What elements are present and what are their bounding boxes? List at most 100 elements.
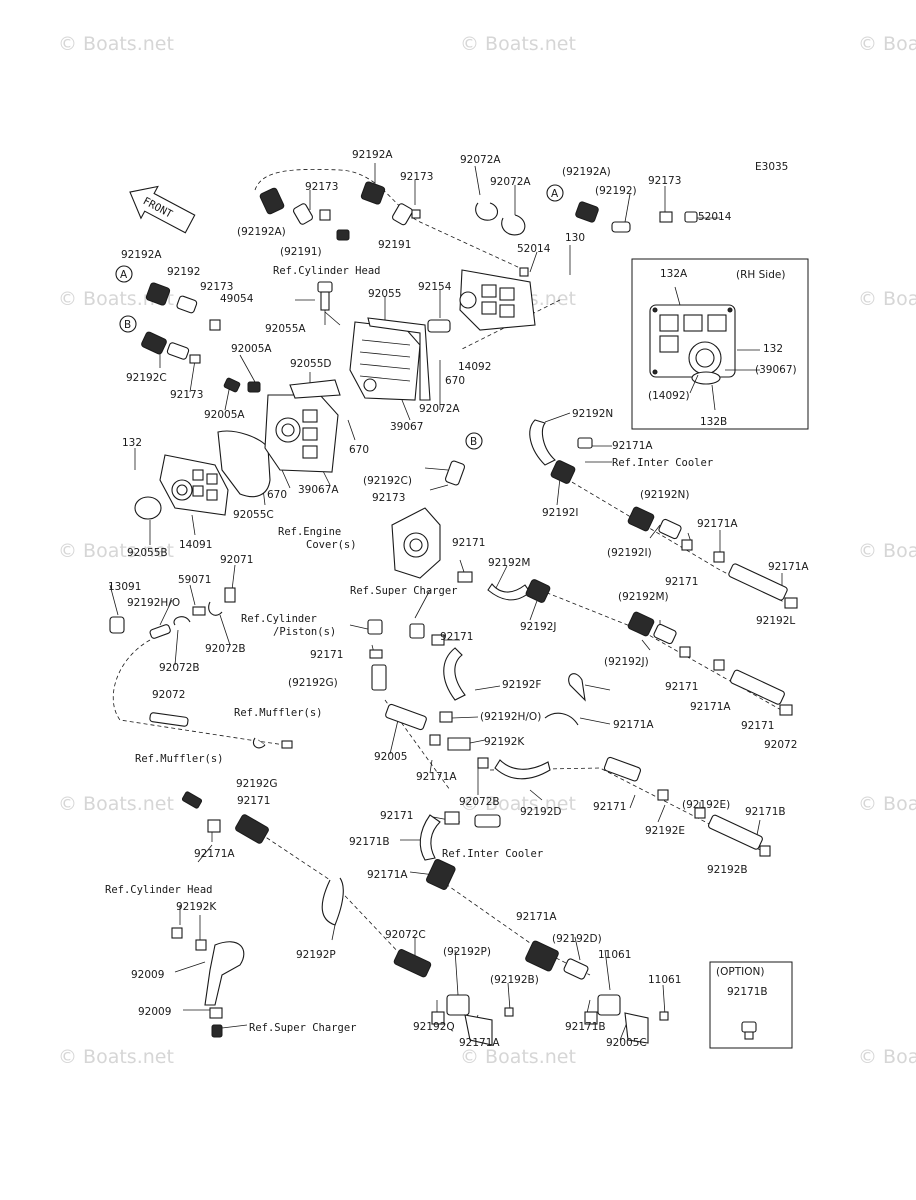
ref-cylinder-head-bottom: Ref.Cylinder Head <box>105 884 212 896</box>
part-number-label: 92171B <box>565 1021 606 1033</box>
part-number-label: 92192 <box>167 266 200 278</box>
part-number-label: 39067 <box>390 421 423 433</box>
ref-inter-cooler-mid: Ref.Inter Cooler <box>442 848 543 860</box>
watermark: © Boats.net <box>858 288 916 310</box>
part-number-label: 92171 <box>593 801 626 813</box>
part-number-label: 92192I <box>542 507 579 519</box>
part-number-label: 670 <box>349 444 369 456</box>
part-number-label: (92192M) <box>618 591 669 603</box>
part-number-label: 92192L <box>756 615 795 627</box>
ref-cylinder-piston: Ref.Cylinder/Piston(s) <box>241 613 336 638</box>
part-number-label: 670 <box>267 489 287 501</box>
part-number-label: 92072A <box>419 403 460 415</box>
watermark: © Boats.net <box>58 793 174 815</box>
part-number-label: 92173 <box>200 281 233 293</box>
part-number-label: 92171A <box>416 771 457 783</box>
part-number-label: 92191 <box>378 239 411 251</box>
part-number-label: (92192E) <box>682 799 730 811</box>
part-number-label: 92192M <box>488 557 530 569</box>
part-number-label: 92009 <box>131 969 164 981</box>
sensor-49054 <box>317 281 333 325</box>
ref-muffler-left: Ref.Muffler(s) <box>135 753 224 765</box>
watermark: © Boats.net <box>858 1046 916 1068</box>
mid-hoses <box>444 419 798 609</box>
diagram-code: E3035 <box>755 161 788 173</box>
part-number-label: 92171 <box>741 720 774 732</box>
part-number-label: 92171 <box>440 631 473 643</box>
cover-14091 <box>159 454 229 516</box>
option-box <box>709 961 793 1049</box>
part-number-label: 92192J <box>520 621 557 633</box>
watermark: © Boats.net <box>58 1046 174 1068</box>
part-number-label: 92009 <box>138 1006 171 1018</box>
watermark: © Boats.net <box>460 793 576 815</box>
part-number-label: (14092) <box>648 390 690 402</box>
part-number-label: 92192D <box>520 806 562 818</box>
part-number-label: (92192G) <box>288 677 338 689</box>
part-number-label: 49054 <box>220 293 254 305</box>
callout-a: A <box>120 269 128 281</box>
o-ring-92055b <box>134 496 162 520</box>
part-number-label: 92072A <box>460 154 501 166</box>
part-number-label: 92192E <box>645 825 685 837</box>
part-number-label: 92171A <box>194 848 235 860</box>
gasket-92055c <box>217 430 271 498</box>
ref-super-charger-mid: Ref.Super Charger <box>350 585 457 597</box>
part-number-label: (92192J) <box>604 656 649 668</box>
part-number-label: 92072B <box>459 796 500 808</box>
part-number-label: 92171 <box>452 537 485 549</box>
part-number-label: (92192B) <box>490 974 539 986</box>
part-number-label: 92171B <box>745 806 786 818</box>
part-number-label: (39067) <box>755 364 797 376</box>
part-number-label: (92191) <box>280 246 322 258</box>
upper-hoses <box>259 181 698 277</box>
rh-side-box <box>631 258 809 430</box>
part-number-label: 92192A <box>352 149 393 161</box>
part-number-label: 92173 <box>170 389 203 401</box>
part-number-label: 92171A <box>613 719 654 731</box>
center-hoses <box>369 571 793 857</box>
part-number-label: 11061 <box>598 949 631 961</box>
rh-cylinder-cover <box>649 304 736 385</box>
gasket-92055d <box>289 379 341 399</box>
front-arrow-icon: FRONT <box>129 185 196 234</box>
part-number-label: 92171A <box>768 561 809 573</box>
callout-b: B <box>124 319 131 331</box>
part-number-label: 92171 <box>665 681 698 693</box>
part-number-label: 39067A <box>298 484 339 496</box>
part-number-label: 92192B <box>707 864 748 876</box>
part-number-label: 92171B <box>727 986 768 998</box>
part-number-label: (92192A) <box>237 226 286 238</box>
part-number-label: 92173 <box>400 171 433 183</box>
watermark: © Boats.net <box>460 33 576 55</box>
part-number-label: 92171 <box>665 576 698 588</box>
ref-cylinder-head-top: Ref.Cylinder Head <box>273 265 380 277</box>
part-number-label: 92192Q <box>413 1021 455 1033</box>
watermark: © Boats.net <box>460 1046 576 1068</box>
part-number-label: 92173 <box>305 181 338 193</box>
part-number-label: 92192C <box>126 372 167 384</box>
part-number-label: 92005C <box>606 1037 647 1049</box>
part-number-label: 92055B <box>127 547 168 559</box>
watermark: © Boats.net <box>858 540 916 562</box>
part-number-label: 92072A <box>490 176 531 188</box>
part-number-label: 92005A <box>204 409 245 421</box>
callout-a: A <box>551 188 559 200</box>
part-number-label: 52014 <box>698 211 732 223</box>
part-number-label: 92055C <box>233 509 274 521</box>
watermark: © Boats.net <box>58 540 174 562</box>
watermark: © Boats.net <box>58 288 174 310</box>
left-upper-hoses <box>141 282 261 393</box>
cover-39067a <box>264 394 339 473</box>
part-number-label: 52014 <box>517 243 551 255</box>
part-number-label: 92055D <box>290 358 332 370</box>
part-number-label: 92192K <box>484 736 525 748</box>
reference-labels: Ref.Cylinder Head Ref.Inter Cooler Ref.E… <box>105 265 713 1034</box>
rh-side-label: (RH Side) <box>736 269 785 281</box>
ref-muffler-mid: Ref.Muffler(s) <box>234 707 323 719</box>
part-number-label: 92072 <box>152 689 185 701</box>
part-number-label: 92171A <box>459 1037 500 1049</box>
